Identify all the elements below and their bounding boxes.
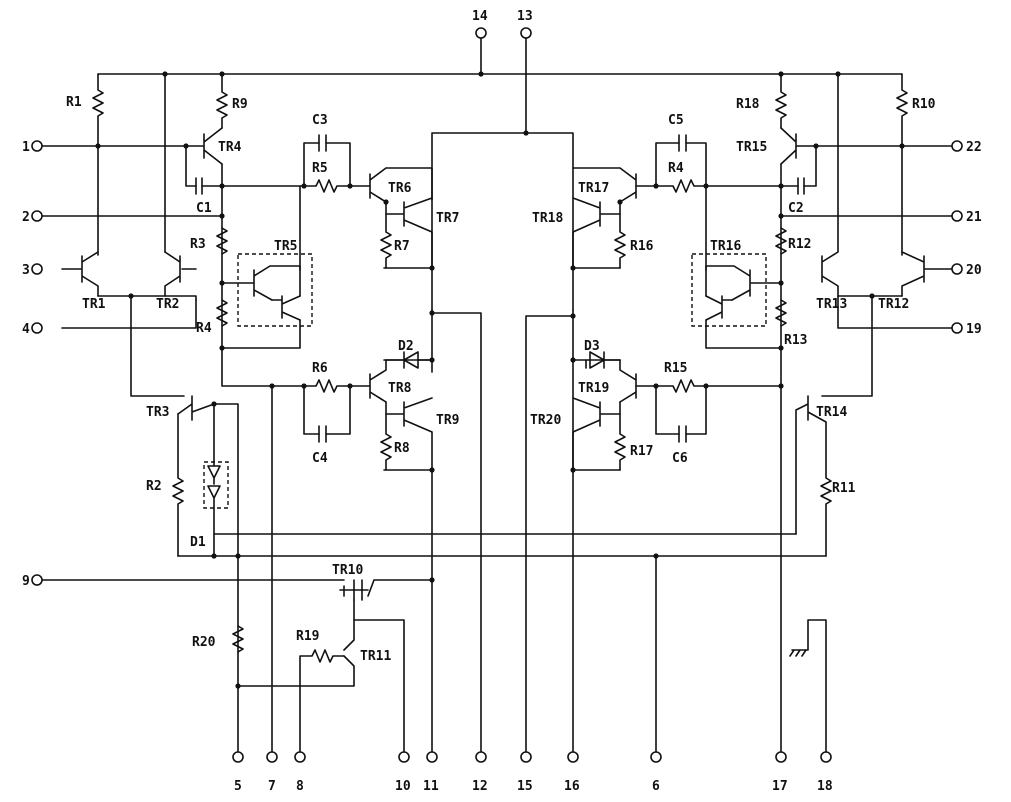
label-tr10: TR10	[332, 563, 363, 578]
pin-label-16: 16	[564, 779, 580, 794]
label-r16: R16	[630, 239, 654, 254]
label-tr4: TR4	[218, 140, 242, 155]
right-channel	[525, 73, 961, 753]
label-tr12: TR12	[878, 297, 909, 312]
label-r1: R1	[66, 95, 82, 110]
label-d2: D2	[398, 339, 414, 354]
pin-label-13: 13	[517, 9, 533, 24]
pin-label-12: 12	[472, 779, 488, 794]
label-r4-left: R4	[196, 321, 212, 336]
pin-label-15: 15	[517, 779, 533, 794]
label-tr17: TR17	[578, 181, 609, 196]
pin-label-18: 18	[817, 779, 833, 794]
pin-label-14: 14	[472, 9, 488, 24]
pin-label-20: 20	[966, 263, 982, 278]
pin-label-7: 7	[268, 779, 276, 794]
label-r12: R12	[788, 237, 811, 252]
pin-label-10: 10	[395, 779, 411, 794]
pin-label-9: 9	[22, 574, 30, 589]
label-c2: C2	[788, 201, 804, 216]
label-tr2: TR2	[156, 297, 179, 312]
label-r2: R2	[146, 479, 162, 494]
label-r4-right: R4	[668, 161, 684, 176]
label-tr15: TR15	[736, 140, 767, 155]
label-r9: R9	[232, 97, 248, 112]
label-tr20: TR20	[530, 413, 561, 428]
label-tr5: TR5	[274, 239, 297, 254]
pin-label-5: 5	[234, 779, 242, 794]
label-tr13: TR13	[816, 297, 847, 312]
label-r19: R19	[296, 629, 319, 644]
pin-labels: 14 13 1 2 3 4 9 22 21 20 19 5 7 8 10 11 …	[22, 9, 982, 794]
label-r7: R7	[394, 239, 410, 254]
label-c6: C6	[672, 451, 688, 466]
label-tr1: TR1	[82, 297, 106, 312]
label-tr18: TR18	[532, 211, 563, 226]
pin-label-21: 21	[966, 210, 982, 225]
label-r13: R13	[784, 333, 807, 348]
label-tr19: TR19	[578, 381, 609, 396]
label-r10: R10	[912, 97, 936, 112]
label-r5: R5	[312, 161, 328, 176]
label-tr14: TR14	[816, 405, 847, 420]
pin-label-22: 22	[966, 140, 982, 155]
label-c1: C1	[196, 201, 212, 216]
label-r6: R6	[312, 361, 328, 376]
label-c5: C5	[668, 113, 684, 128]
component-labels: R1 R9 TR4 C3 R5 C1 TR6 TR7 R3 R7 TR5 TR1…	[66, 95, 936, 664]
label-r20: R20	[192, 635, 216, 650]
label-r15: R15	[664, 361, 687, 376]
pin-terminals	[31, 27, 963, 763]
left-channel	[41, 73, 827, 753]
label-tr3: TR3	[146, 405, 169, 420]
pin-label-3: 3	[22, 263, 30, 278]
label-tr11: TR11	[360, 649, 391, 664]
pin-label-6: 6	[652, 779, 660, 794]
label-tr16: TR16	[710, 239, 741, 254]
pin-label-2: 2	[22, 210, 30, 225]
pin-label-19: 19	[966, 322, 982, 337]
label-c3: C3	[312, 113, 328, 128]
label-tr9: TR9	[436, 413, 459, 428]
label-r3: R3	[190, 237, 206, 252]
label-tr8: TR8	[388, 381, 412, 396]
pin-label-4: 4	[22, 322, 30, 337]
label-c4: C4	[312, 451, 328, 466]
label-r8: R8	[394, 441, 410, 456]
label-tr6: TR6	[388, 181, 412, 196]
pin-label-11: 11	[423, 779, 439, 794]
pin-label-1: 1	[22, 140, 30, 155]
label-tr7: TR7	[436, 211, 459, 226]
label-r17: R17	[630, 444, 653, 459]
label-d1: D1	[190, 535, 206, 550]
pin-label-8: 8	[296, 779, 304, 794]
label-d3: D3	[584, 339, 600, 354]
label-r11: R11	[832, 481, 856, 496]
label-r18: R18	[736, 97, 760, 112]
pin-label-17: 17	[772, 779, 788, 794]
